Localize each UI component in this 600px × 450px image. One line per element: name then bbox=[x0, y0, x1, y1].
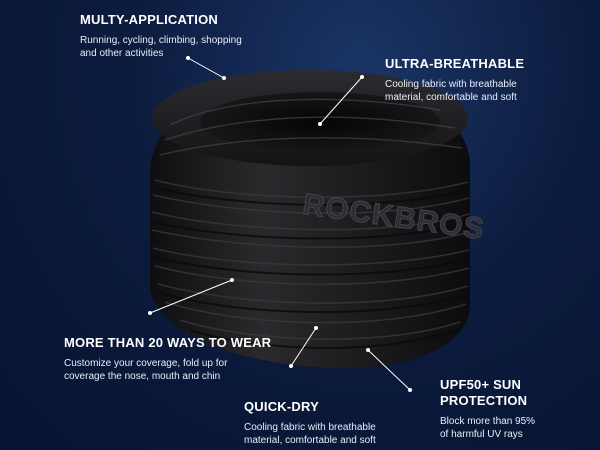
feature-title: MORE THAN 20 WAYS TO WEAR bbox=[64, 335, 272, 350]
feature-title: QUICK-DRY bbox=[244, 399, 319, 414]
callout-dot-quickdry-end bbox=[314, 326, 318, 330]
callout-dot-upf-start bbox=[366, 348, 370, 352]
callout-line-breathable bbox=[319, 76, 363, 125]
callout-dot-breathable-end bbox=[318, 122, 322, 126]
callout-line-ways bbox=[149, 279, 233, 314]
neck-gaiter-image: ROCKBROS bbox=[150, 70, 487, 369]
feature-quick-dry: QUICK-DRY Cooling fabric with breathable… bbox=[244, 399, 444, 447]
feature-multi-application: MULTY-APPLICATION Running, cycling, clim… bbox=[80, 12, 290, 60]
feature-ultra-breathable: ULTRA-BREATHABLE Cooling fabric with bre… bbox=[385, 56, 585, 104]
callout-dot-multi-start bbox=[186, 56, 190, 60]
callout-lines bbox=[148, 56, 412, 392]
feature-description: Customize your coverage, fold up for cov… bbox=[64, 358, 228, 382]
feature-title: MULTY-APPLICATION bbox=[80, 12, 218, 27]
callout-line-quickdry bbox=[290, 327, 317, 367]
callout-dot-quickdry-start bbox=[289, 364, 293, 368]
callout-dot-upf-end bbox=[408, 388, 412, 392]
callout-dot-ways-end bbox=[230, 278, 234, 282]
feature-title: UPF50+ SUN PROTECTION bbox=[440, 377, 528, 408]
callout-dot-multi-end bbox=[222, 76, 226, 80]
feature-description: Cooling fabric with breathable material,… bbox=[385, 79, 517, 103]
callout-line-multi bbox=[187, 57, 225, 79]
feature-description: Cooling fabric with breathable material,… bbox=[244, 422, 376, 446]
callout-dot-ways-start bbox=[148, 311, 152, 315]
callout-line-upf bbox=[367, 349, 411, 391]
feature-upf-protection: UPF50+ SUN PROTECTION Block more than 95… bbox=[440, 377, 590, 441]
feature-description: Block more than 95% of harmful UV rays bbox=[440, 416, 536, 440]
feature-description: Running, cycling, climbing, shopping and… bbox=[80, 35, 242, 59]
feature-title: ULTRA-BREATHABLE bbox=[385, 56, 525, 71]
feature-ways-to-wear: MORE THAN 20 WAYS TO WEAR Customize your… bbox=[64, 335, 304, 383]
callout-dot-breathable-start bbox=[360, 75, 364, 79]
